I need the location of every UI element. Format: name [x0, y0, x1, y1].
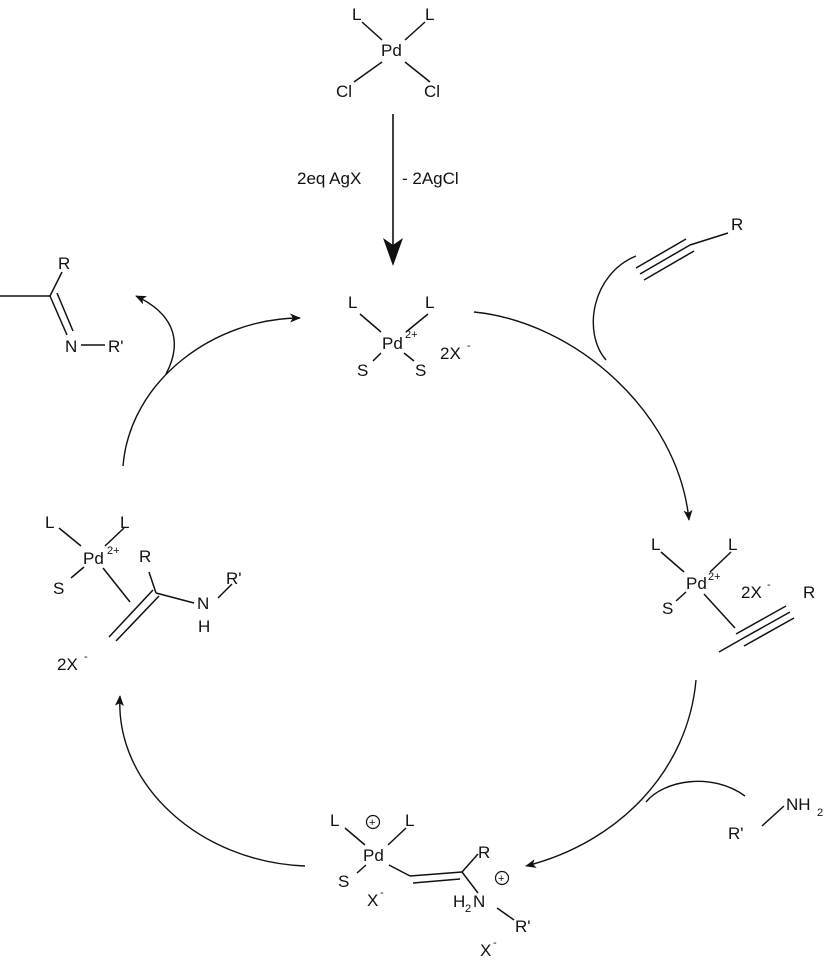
ammonium-n-label: N: [473, 892, 485, 911]
ligand-label: L: [352, 5, 361, 24]
pd-enamine-complex: L L Pd 2+ S R N H R' 2X -: [45, 513, 242, 674]
alkyne-entry-arc: [592, 255, 637, 361]
ligand-label: L: [45, 513, 54, 532]
imine-n-label: N: [65, 337, 77, 356]
counterion-charge: -: [84, 651, 88, 663]
counterion-charge: -: [493, 937, 497, 949]
ligand-label: L: [651, 535, 660, 554]
palladium-label: Pd: [83, 549, 104, 568]
charge-label: 2+: [708, 571, 721, 583]
amine-reagent: R' NH 2: [728, 795, 823, 843]
counterion-label: X: [367, 891, 378, 910]
enamine-nh-label: N: [197, 594, 209, 613]
active-catalyst: L L Pd 2+ S S 2X -: [348, 293, 471, 380]
solvent-label: S: [357, 361, 368, 380]
alkyne-reagent: R: [635, 215, 743, 281]
arrow-coordination: [473, 311, 693, 521]
reagent-right: - 2AgCl: [402, 169, 459, 188]
imine-product: R N R': [0, 254, 124, 356]
subscript-label: 2: [465, 903, 471, 915]
r-group-label: R: [58, 254, 70, 273]
vinyl-ammonium-intermediate: + + L L Pd S R X - H 2 N R' X -: [330, 811, 531, 960]
chloride-label: Cl: [336, 82, 352, 101]
ligand-label: L: [425, 293, 434, 312]
arrow-imine-release: [135, 295, 175, 375]
counterion-label: X: [480, 941, 491, 960]
subscript-label: 2: [817, 807, 823, 819]
precursor-pdcl2: L L Pd Cl Cl: [336, 5, 440, 101]
solvent-label: S: [53, 579, 64, 598]
ligand-label: L: [425, 5, 434, 24]
counterion-label: 2X: [440, 344, 461, 363]
ammonium-h-label: H: [453, 892, 465, 911]
chloride-label: Cl: [424, 82, 440, 101]
enamine-h-label: H: [198, 617, 210, 636]
charge-label: +: [369, 817, 375, 829]
cycle-arrows: [114, 255, 746, 868]
charge-label: 2+: [107, 545, 120, 557]
palladium-label: Pd: [381, 41, 402, 60]
ligand-label: L: [330, 811, 339, 830]
arrow-nucleophilic-attack: [525, 679, 697, 868]
r-group-label: R: [803, 583, 815, 602]
palladium-label: Pd: [382, 334, 403, 353]
ligand-label: L: [728, 535, 737, 554]
solvent-label: S: [662, 599, 673, 618]
amine-entry-arc: [645, 780, 746, 803]
r-group-label: R: [139, 547, 151, 566]
solvent-label: S: [338, 872, 349, 891]
counterion-charge: -: [467, 340, 471, 352]
positive-charge-icon: [494, 870, 510, 886]
r-prime-label: R': [108, 337, 124, 356]
palladium-label: Pd: [363, 846, 384, 865]
palladium-label: Pd: [686, 574, 707, 593]
arrow-product-release: [122, 313, 301, 467]
r-prime-label: R': [728, 824, 744, 843]
r-group-label: R: [478, 843, 490, 862]
reagent-left: 2eq AgX: [297, 169, 361, 188]
ligand-label: L: [405, 811, 414, 830]
arrow-proton-transfer: [114, 695, 306, 867]
positive-charge-icon: [365, 814, 381, 830]
charge-label: 2+: [405, 329, 418, 341]
solvent-label: S: [415, 361, 426, 380]
r-group-label: R: [731, 215, 743, 234]
counterion-charge: -: [767, 579, 771, 591]
r-prime-label: R': [226, 569, 242, 588]
pd-alkyne-complex: L L Pd 2+ S 2X - R: [651, 535, 815, 653]
arrow-head-icon: [383, 238, 403, 266]
charge-label: +: [498, 873, 504, 885]
amine-label: NH: [786, 795, 811, 814]
r-prime-label: R': [515, 917, 531, 936]
counterion-charge: -: [380, 887, 384, 899]
ligand-label: L: [120, 513, 129, 532]
counterion-label: 2X: [741, 583, 762, 602]
counterion-label: 2X: [57, 655, 78, 674]
ligand-label: L: [348, 293, 357, 312]
activation-step: 2eq AgX - 2AgCl: [297, 114, 459, 266]
